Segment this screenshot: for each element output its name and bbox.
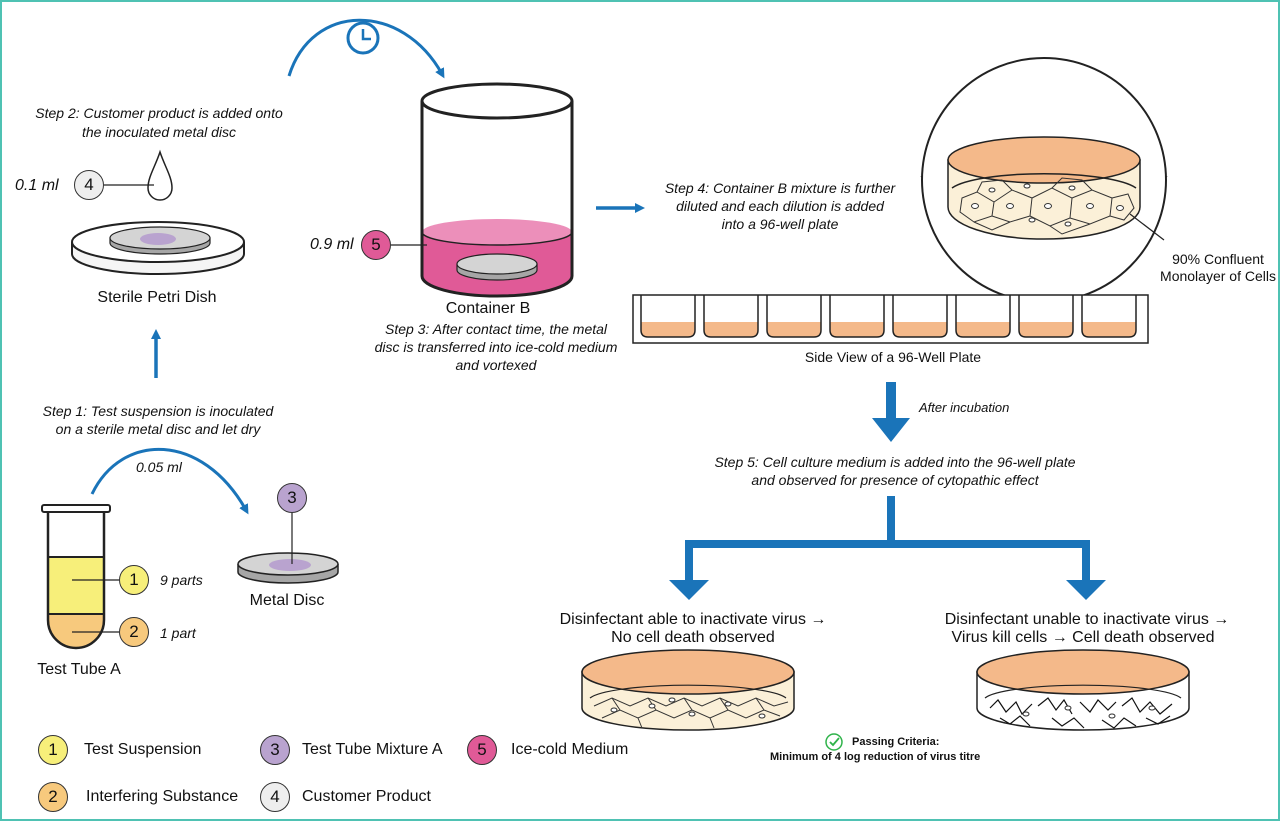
outcome-right-line-2: Virus kill cells → Cell death observed [951, 629, 1215, 646]
legend-label-interfering: Interfering Substance [86, 788, 239, 805]
volume-transfer: 0.05 ml [136, 459, 182, 475]
legend-label-mixture: Test Tube Mixture A [302, 741, 443, 758]
well-liquid [956, 322, 1010, 337]
well-liquid [830, 322, 884, 337]
product-droplet [104, 149, 173, 201]
confluent-label-2: Monolayer of Cells [1160, 268, 1276, 284]
magnified-cell-view [920, 57, 1168, 326]
badge-test-suspension: 1 [119, 565, 149, 595]
legend-label-customer-product: Customer Product [302, 788, 431, 805]
passing-criteria-text: Minimum of 4 log reduction of virus titr… [770, 751, 981, 763]
legend-badge-2: 2 [38, 782, 68, 812]
petri-dish-label: Sterile Petri Dish [97, 289, 217, 306]
outcome-right-line-1: Disinfectant unable to inactivate virus … [944, 611, 1230, 628]
badge-ice-cold-medium: 5 [361, 230, 391, 260]
well [640, 295, 696, 338]
container-label: Container B [445, 300, 531, 317]
step-1-line-2: on a sterile metal disc and let dry [55, 421, 261, 437]
arrows [90, 18, 1106, 600]
well-liquid [1019, 322, 1073, 337]
step-2-line-1: Step 2: Customer product is added onto [35, 105, 283, 121]
legend-badge-1: 1 [38, 735, 68, 765]
well [703, 295, 759, 338]
volume-product: 0.1 ml [15, 177, 59, 194]
legend-label-test-suspension: Test Suspension [84, 741, 202, 758]
check-icon [825, 733, 843, 751]
well-liquid [893, 322, 947, 337]
well [1081, 295, 1137, 338]
clock-icon [346, 21, 380, 55]
legend-label-medium: Ice-cold Medium [511, 741, 629, 758]
well [1018, 295, 1074, 338]
plate-wells [640, 295, 1137, 338]
parts-interfering: 1 part [160, 625, 196, 641]
passing-criteria-title: Passing Criteria: [852, 736, 940, 748]
step-4-line-2: diluted and each dilution is added [676, 198, 884, 214]
step-4-line-3: into a 96-well plate [721, 216, 839, 232]
legend-badge-3: 3 [260, 735, 290, 765]
well-liquid [767, 322, 821, 337]
well [892, 295, 948, 338]
well [766, 295, 822, 338]
test-tube-label: Test Tube A [37, 661, 121, 678]
step-3-line-3: and vortexed [455, 357, 537, 373]
result-dish-no-death [581, 649, 795, 731]
well-plate [632, 294, 1149, 344]
badge-customer-product: 4 [74, 170, 104, 200]
well [829, 295, 885, 338]
step-2-line-2: the inoculated metal disc [81, 124, 237, 140]
step-3-line-2: disc is transferred into ice-cold medium [374, 339, 618, 355]
petri-dish [71, 221, 245, 275]
well [955, 295, 1011, 338]
confluent-label-1: 90% Confluent [1172, 251, 1264, 267]
well-liquid [704, 322, 758, 337]
well-liquid [641, 322, 695, 337]
outcome-left-line-1: Disinfectant able to inactivate virus → [559, 611, 827, 628]
metal-disc-label: Metal Disc [249, 592, 325, 609]
step-1-line-1: Step 1: Test suspension is inoculated [42, 403, 274, 419]
badge-mixture: 3 [277, 483, 307, 513]
metal-disc [237, 512, 339, 584]
parts-suspension: 9 parts [160, 572, 203, 588]
well-liquid [1082, 322, 1136, 337]
container-b [391, 82, 574, 298]
plate-label: Side View of a 96-Well Plate [804, 349, 982, 365]
step-4-line-1: Step 4: Container B mixture is further [664, 180, 896, 196]
result-dish-cell-death [976, 649, 1190, 731]
after-incubation-label: After incubation [919, 400, 1010, 415]
test-tube-a [41, 504, 120, 650]
volume-medium: 0.9 ml [310, 236, 354, 253]
legend-badge-4: 4 [260, 782, 290, 812]
step-5-line-2: and observed for presence of cytopathic … [751, 472, 1039, 488]
step-5-line-1: Step 5: Cell culture medium is added int… [714, 454, 1076, 470]
legend-badge-5: 5 [467, 735, 497, 765]
step-3-line-1: Step 3: After contact time, the metal [384, 321, 608, 337]
outcome-left-line-2: No cell death observed [611, 629, 775, 646]
badge-interfering-substance: 2 [119, 617, 149, 647]
